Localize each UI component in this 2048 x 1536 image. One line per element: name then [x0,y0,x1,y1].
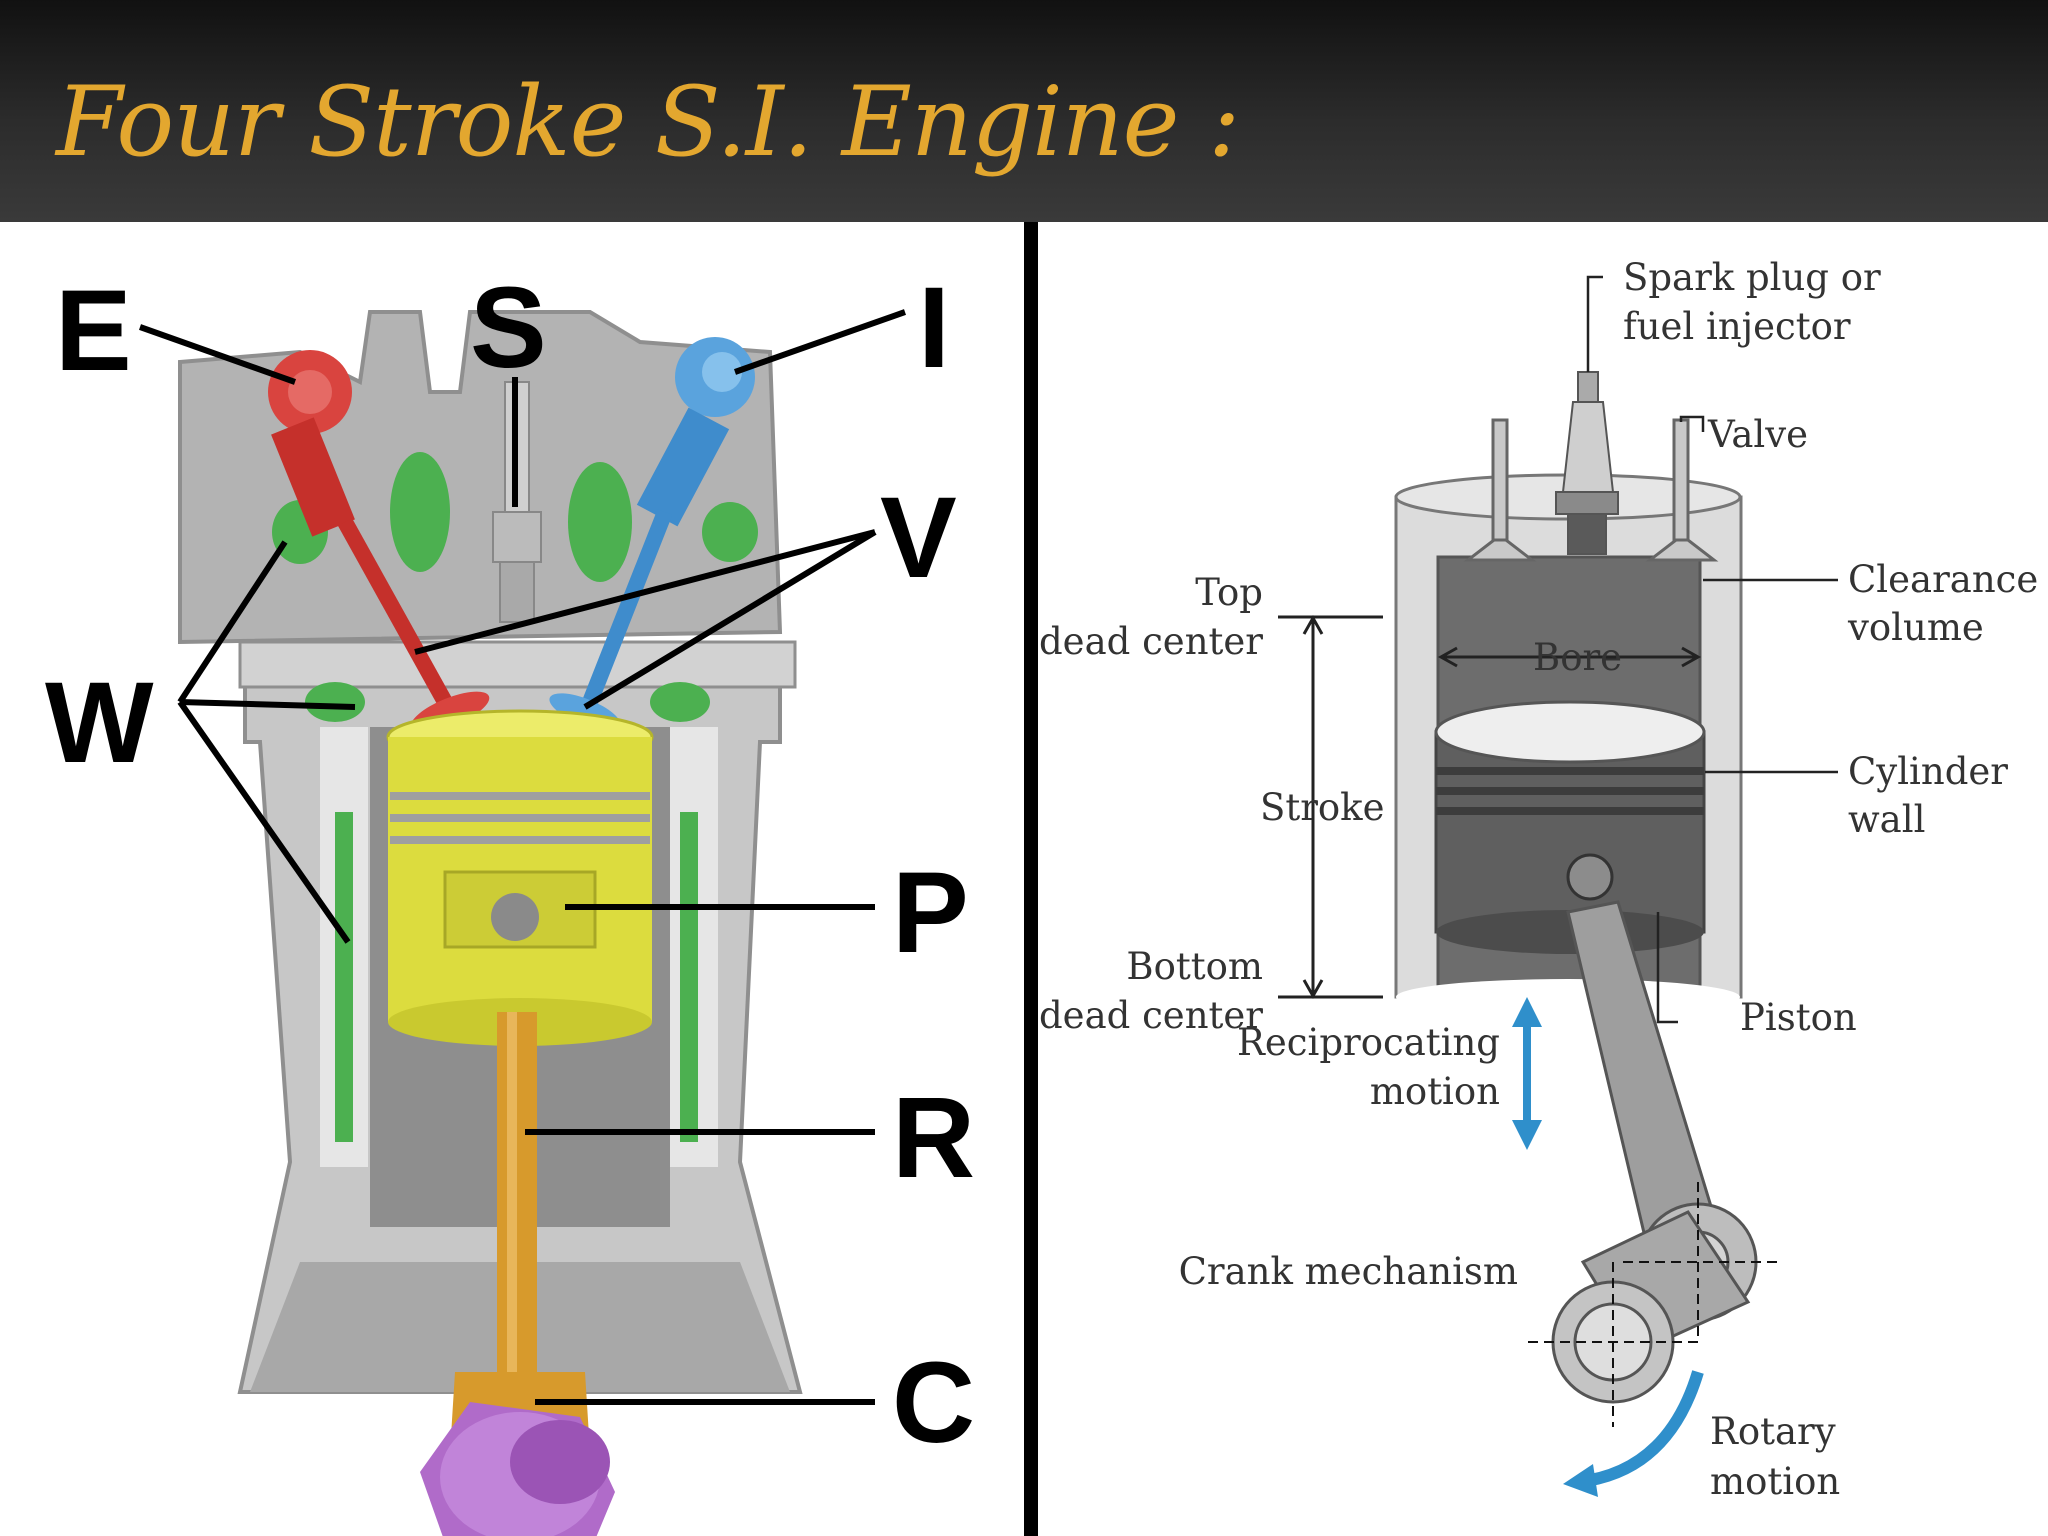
dimension-lines [1278,614,1702,1000]
label-bore: Bore [1533,636,1622,679]
label-valves: V [880,474,957,602]
label-clearance: Clearance [1848,558,2038,601]
exhaust-valve [268,350,490,733]
rotary-arrow-head [1563,1464,1598,1497]
piston [1434,700,1706,954]
head-gasket [238,640,797,689]
label-top: Top [1195,571,1263,614]
water-jackets [272,452,758,1142]
panel-divider [1024,222,1038,1536]
label-cylinder-wall: wall [1848,798,1925,841]
label-rotary: Rotary [1710,1410,1836,1453]
engine-cutaway-diagram: E S I V W P R C [45,264,975,1536]
label-crank: C [892,1339,975,1467]
label-fuel-injector: fuel injector [1623,305,1851,348]
label-top-dead-center: dead center [1039,620,1263,663]
crank-mechanism [1551,900,1758,1404]
label-clearance-volume: volume [1847,606,1984,649]
title-bar: Four Stroke S.I. Engine : [0,0,2048,222]
reciprocating-motion-arrow [1512,997,1542,1150]
rotary-motion-arrow [1577,1370,1704,1488]
label-water: W [45,659,154,787]
label-cylinder: Cylinder [1848,750,2008,793]
label-crank-mechanism: Crank mechanism [1179,1250,1518,1293]
label-intake: I [918,264,950,392]
spark-plug [1555,371,1619,555]
piston [386,709,654,1046]
schematic-leaders [1586,275,1838,1024]
label-bottom: Bottom [1126,945,1263,988]
label-piston: P [892,849,969,977]
label-stroke: Stroke [1260,786,1385,829]
engine-schematic-panel: Spark plug or fuel injector Valve Cleara… [1038,222,2048,1536]
slide-title: Four Stroke S.I. Engine : [56,66,1240,178]
label-bottom-dead-center: dead center [1039,994,1263,1037]
crank-centerlines [1528,1182,1778,1427]
intake-valve [549,337,755,731]
label-rod: R [892,1074,975,1202]
leader-lines [138,309,906,1405]
crankshaft [420,1402,615,1536]
label-piston: Piston [1740,996,1857,1039]
label-rotary-motion: motion [1710,1460,1840,1503]
label-reciprocating: Reciprocating [1237,1021,1500,1064]
engine-schematic-diagram: Spark plug or fuel injector Valve Cleara… [1039,256,2038,1503]
label-spark: S [470,264,547,392]
label-exhaust: E [55,267,132,395]
label-valve: Valve [1707,413,1808,456]
label-spark-plug: Spark plug or [1623,256,1881,299]
label-reciprocating-motion: motion [1370,1070,1500,1113]
engine-cutaway-panel: E S I V W P R C [0,222,1024,1536]
